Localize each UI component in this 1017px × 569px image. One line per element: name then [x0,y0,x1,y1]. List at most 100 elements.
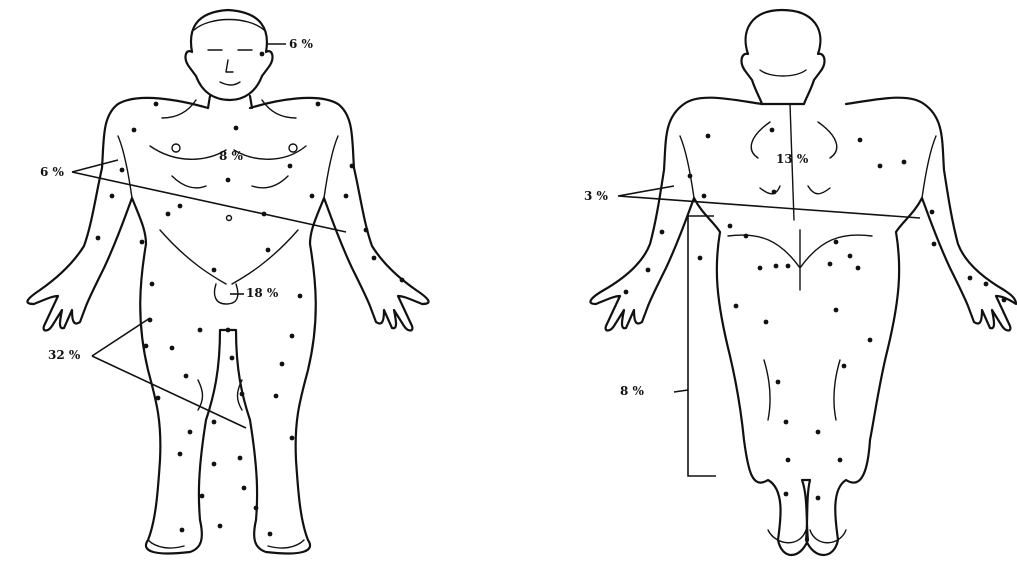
dot-marker [728,224,733,229]
dot-marker [150,282,155,287]
dot-marker [878,164,883,169]
dot-marker [280,362,285,367]
dot-marker [198,328,203,333]
dot-marker [702,194,707,199]
back-figure [590,10,1016,555]
dot-marker [758,266,763,271]
dot-marker [274,394,279,399]
dot-marker [1002,298,1007,303]
dot-marker [856,266,861,271]
dot-marker [772,190,777,195]
label-back-arm: 3 % [584,189,608,203]
dot-marker [234,126,239,131]
dot-marker [968,276,973,281]
leader-back-leg-bracket [674,216,716,476]
dot-marker [132,128,137,133]
dot-marker [166,212,171,217]
dot-marker [170,346,175,351]
front-nipple-l [172,144,180,152]
dot-marker [372,256,377,261]
dot-marker [764,320,769,325]
dot-marker [930,210,935,215]
front-navel [227,216,232,221]
dot-marker [212,420,217,425]
label-front-arm: 6 % [40,165,64,179]
dot-marker [290,436,295,441]
dot-marker [180,528,185,533]
dot-marker [154,102,159,107]
dot-marker [288,164,293,169]
dot-marker [784,420,789,425]
dot-marker [212,268,217,273]
front-figure [27,10,428,554]
dot-marker [212,462,217,467]
dot-marker [734,304,739,309]
back-buttocks [728,230,872,290]
dot-marker [688,174,693,179]
leader-lines [72,44,920,476]
leader-back-arm [618,186,920,218]
dot-marker [310,194,315,199]
front-arm-inner-l [118,136,132,198]
front-body-outline [27,98,428,554]
dot-marker [400,278,405,283]
dot-marker [816,430,821,435]
dot-marker [698,256,703,261]
front-hair [194,20,264,31]
front-face [208,50,252,85]
dot-marker [110,194,115,199]
dot-marker [96,236,101,241]
back-body-outline [590,98,1016,555]
front-ribs [172,176,288,188]
dot-marker [148,318,153,323]
label-face: 6 % [289,37,313,51]
dot-marker [624,290,629,295]
dot-marker [834,240,839,245]
back-hairline [760,70,806,76]
dot-marker [786,458,791,463]
leader-front-leg [92,318,246,428]
dot-marker [984,282,989,287]
dot-marker [200,494,205,499]
dot-marker [842,364,847,369]
dot-marker [226,328,231,333]
dot-marker [848,254,853,259]
dot-marker [784,492,789,497]
dot-marker [858,138,863,143]
dot-marker [932,242,937,247]
dot-marker [262,212,267,217]
dot-marker [238,456,243,461]
back-lumbar [760,186,830,194]
label-back-leg: 8 % [620,384,644,398]
dot-marker [770,128,775,133]
dot-marker [660,230,665,235]
back-arm-inner [680,136,936,198]
dot-marker [786,264,791,269]
dot-marker [266,248,271,253]
dot-marker [178,204,183,209]
dot-marker [828,262,833,267]
dot-marker [156,396,161,401]
front-toes [148,540,304,548]
dot-marker [350,164,355,169]
back-calves [764,360,840,420]
dot-marker [226,178,231,183]
dot-marker [184,374,189,379]
label-genital: 18 % [246,286,278,300]
dot-marker [838,458,843,463]
dot-marker [254,506,259,511]
dot-marker [646,268,651,273]
dot-marker [298,294,303,299]
dot-marker [316,102,321,107]
dot-marker [140,240,145,245]
dot-marker [776,380,781,385]
dot-marker [178,452,183,457]
front-nipple-r [289,144,297,152]
dot-marker [816,496,821,501]
dot-marker [188,430,193,435]
front-knees [198,380,242,410]
label-front-trunk: 8 % [219,149,243,163]
dot-marker [774,264,779,269]
front-head [186,10,273,100]
dot-marker [344,194,349,199]
